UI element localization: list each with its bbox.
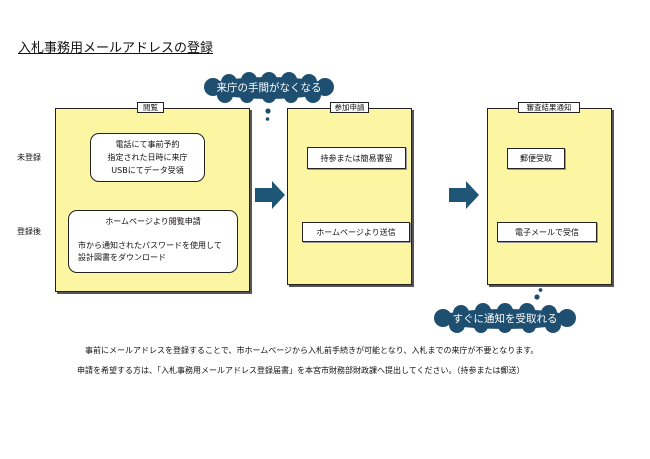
browse-registered-card: ホームページより閲覧申請 市から通知されたパスワードを使用して 設計図書をダウン… bbox=[68, 210, 238, 273]
cloud-callout-shape bbox=[434, 303, 576, 333]
callout-no-visit: 来庁の手間がなくなる bbox=[216, 82, 322, 94]
arrow-right-icon bbox=[449, 181, 479, 209]
thought-bubble-dots-icon bbox=[534, 288, 543, 300]
browse-registered-line-1: 市から通知されたパスワードを使用して bbox=[78, 241, 222, 250]
browse-unregistered-line-3: USBにてデータ受領 bbox=[111, 166, 184, 175]
stage-apply-panel bbox=[287, 108, 412, 285]
stage-result-label: 審査結果通知 bbox=[518, 102, 580, 113]
apply-registered-card: ホームページより送信 bbox=[302, 222, 410, 242]
stage-result-panel bbox=[487, 108, 612, 285]
stage-browse-label: 閲覧 bbox=[137, 102, 164, 113]
callout-instant-notice: すぐに通知を受取れる bbox=[452, 312, 558, 325]
cloud-callout-shape bbox=[204, 72, 334, 103]
browse-unregistered-line-1: 電話にて事前予約 bbox=[115, 140, 180, 149]
stage-apply-label: 参加申請 bbox=[330, 102, 369, 113]
apply-unregistered-card: 持参または簡易書留 bbox=[307, 147, 406, 169]
browse-registered-heading: ホームページより閲覧申請 bbox=[105, 217, 201, 226]
result-unregistered-card: 郵便受取 bbox=[507, 148, 565, 169]
page-title: 入札事務用メールアドレスの登録 bbox=[18, 41, 214, 56]
note-line-1: 事前にメールアドレスを登録することで、市ホームページから入札前手続きが可能となり… bbox=[85, 346, 539, 355]
result-registered-card: 電子メールで受信 bbox=[497, 222, 597, 242]
row-label-unregistered: 未登録 bbox=[17, 153, 41, 162]
row-label-registered: 登録後 bbox=[17, 227, 41, 236]
browse-registered-line-2: 設計図書をダウンロード bbox=[78, 253, 166, 262]
arrow-right-icon bbox=[255, 181, 285, 209]
note-line-2: 申請を希望する方は、「入札事務用メールアドレス登録届書」を本宮市財務部財政課へ提… bbox=[77, 366, 525, 375]
thought-bubble-dots-icon bbox=[265, 108, 271, 121]
browse-unregistered-line-2: 指定された日時に来庁 bbox=[107, 153, 188, 162]
browse-unregistered-card: 電話にて事前予約 指定された日時に来庁 USBにてデータ受領 bbox=[90, 133, 205, 182]
